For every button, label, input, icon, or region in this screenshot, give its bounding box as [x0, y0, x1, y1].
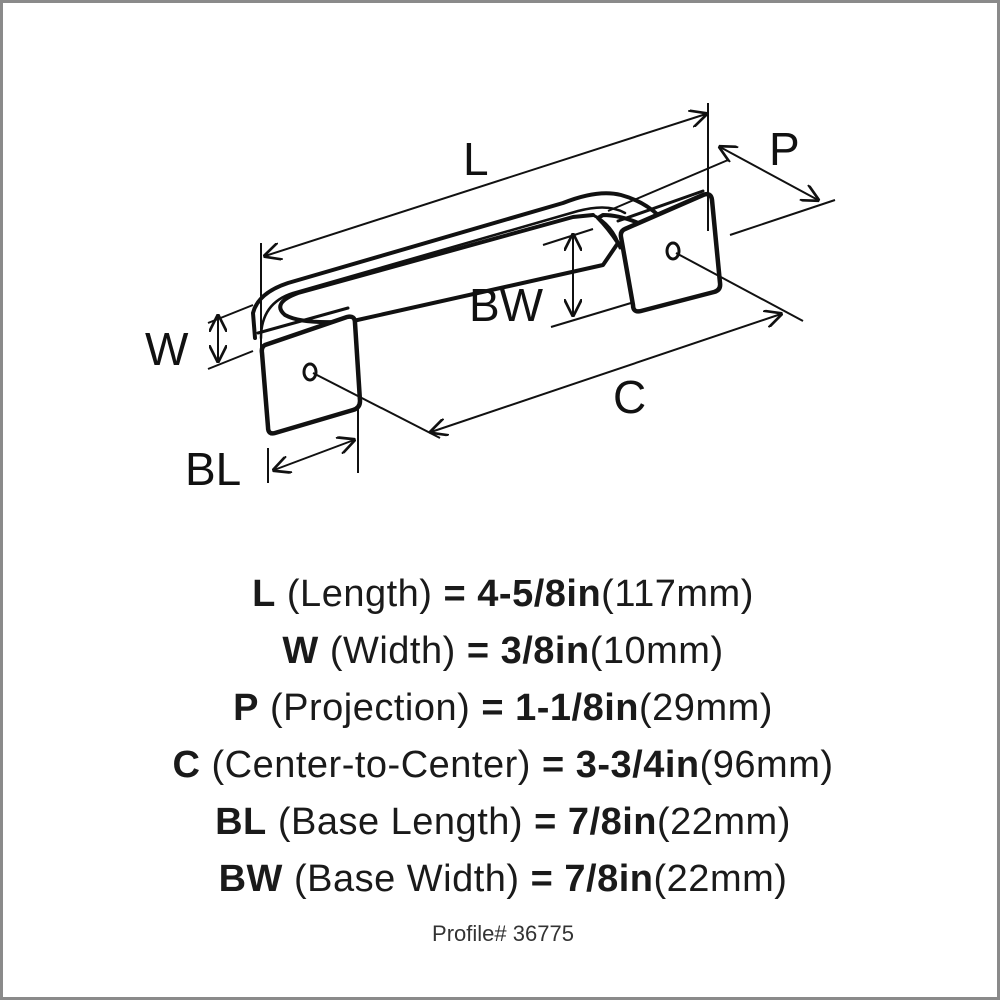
label-C: C [613, 371, 646, 423]
projection-arrow [720, 147, 818, 200]
spec-metric: (117mm) [601, 573, 754, 615]
length-arrow [265, 114, 706, 256]
spec-row-length: L (Length) = 4-5/8in(117mm) [3, 566, 997, 623]
profile-number: Profile# 36775 [432, 921, 574, 946]
spec-code: W [282, 630, 319, 672]
spec-code: C [172, 744, 201, 786]
spec-metric: (96mm) [699, 744, 834, 786]
spec-eq: = [534, 801, 557, 843]
spec-code: L [252, 573, 276, 615]
spec-row-center-to-center: C (Center-to-Center) = 3-3/4in(96mm) [3, 737, 997, 794]
right-screw-hole [665, 241, 681, 261]
center-to-center-arrow [431, 314, 781, 432]
label-BL: BL [185, 443, 241, 495]
spec-metric: (29mm) [639, 687, 773, 729]
spec-row-base-width: BW (Base Width) = 7/8in(22mm) [3, 851, 997, 908]
spec-metric: (10mm) [589, 630, 724, 672]
dimension-lines [207, 103, 836, 483]
spec-code: BW [218, 858, 283, 900]
spec-name: (Base Length) [277, 801, 524, 843]
spec-name: (Length) [286, 573, 433, 615]
spec-eq: = [541, 744, 565, 786]
spec-metric: (22mm) [653, 858, 788, 900]
base-length-arrow [274, 440, 354, 470]
spec-code: P [233, 687, 259, 729]
spec-row-projection: P (Projection) = 1-1/8in(29mm) [3, 680, 997, 737]
spec-imperial: 3/8in [500, 630, 590, 672]
spec-name: (Width) [329, 630, 456, 672]
dimension-specs: L (Length) = 4-5/8in(117mm) W (Width) = … [3, 566, 997, 908]
spec-metric: (22mm) [656, 801, 791, 843]
spec-imperial: 1-1/8in [515, 687, 640, 729]
spec-row-base-length: BL (Base Length) = 7/8in(22mm) [3, 794, 997, 851]
spec-name: (Base Width) [293, 858, 520, 900]
label-W: W [145, 323, 189, 375]
label-BW: BW [469, 279, 544, 331]
spec-eq: = [466, 630, 490, 672]
spec-eq: = [481, 687, 505, 729]
spec-name: (Center-to-Center) [211, 744, 531, 786]
spec-imperial: 3-3/4in [575, 744, 700, 786]
spec-imperial: 7/8in [567, 801, 657, 843]
spec-row-width: W (Width) = 3/8in(10mm) [3, 623, 997, 680]
spec-name: (Projection) [270, 687, 471, 729]
spec-eq: = [530, 858, 554, 900]
spec-eq: = [443, 573, 467, 615]
label-P: P [769, 123, 800, 175]
label-L: L [463, 133, 489, 185]
spec-imperial: 7/8in [564, 858, 654, 900]
spec-imperial: 4-5/8in [477, 573, 602, 615]
handle-diagram: L P W BW C BL [145, 103, 836, 495]
left-screw-hole [302, 362, 318, 382]
spec-code: BL [215, 801, 267, 843]
